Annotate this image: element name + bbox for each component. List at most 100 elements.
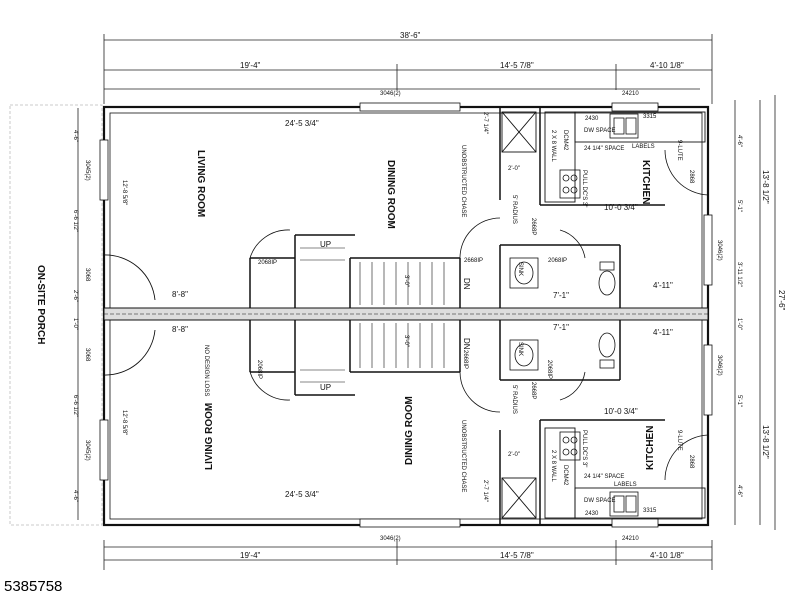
front-doors [103,254,156,376]
wall-2x8-top: 2 X 8 WALL [550,130,556,162]
bottom-window-24210: 24210 [622,536,639,542]
door-2668ip-top: 2668IP [464,258,483,264]
toilet-dim-top: 7'-1" [553,291,569,300]
stair-width-top: 3'-0" [403,275,409,287]
right-half-depth-b: 13'-8 1/2" [761,425,770,459]
chase-dim-bottom: 2'-7 1/4" [482,480,488,502]
living-room-top: LIVING ROOM [195,150,206,217]
living-depth-top: 12'-8 5/8" [121,180,127,205]
right-dim-d: 1'-0" [736,318,742,330]
right-dim-b: 5'-1" [736,200,742,212]
bath-width-bottom: 4'-11" [653,328,673,337]
kitchen-top: KITCHEN [640,160,651,204]
right-window-3046-bottom: 3046(2) [716,355,722,376]
kitchen-2430-top: 2430 [585,116,599,122]
window-3315-bottom: 3315 [643,508,657,514]
wall-dim-bottom: 2'-0" [508,452,520,458]
right-window-3046-top: 3046(2) [716,240,722,261]
top-window-24210: 24210 [622,91,639,97]
kitchen-2430-bottom: 2430 [585,511,599,517]
bath-width-top: 4'-11" [653,281,673,290]
bottom-dimensions [103,540,713,570]
right-dim-a: 4'-6" [736,135,742,147]
rear-span-dim: 4'-10 1/8" [650,61,684,70]
bath-fixtures [509,257,616,371]
bath-sink-top: SINK [517,262,523,276]
listing-id: 5385758 [4,578,63,595]
stair-dn-bottom: DN [462,338,471,350]
kitchen-counters [544,111,706,519]
stair-up-bottom: UP [320,383,331,392]
kitchen-bottom: KITCHEN [645,426,656,470]
left-dim-c: 2'-6" [72,290,78,302]
chase-label-top: UNOBSTRUCTED CHASE [460,145,466,217]
door-2668p-top: 2668P [530,218,536,235]
right-dimensions [734,95,776,530]
stoves [559,169,581,461]
chases [501,111,537,519]
window-marks [99,102,713,528]
dining-room-top: DINING ROOM [385,160,396,229]
right-half-depth: 13'-8 1/2" [761,170,770,204]
left-dim-a: 4'-6" [72,130,78,142]
right-dim-a2: 4'-6" [736,485,742,497]
door-2068ip-bath-bottom: 2068IP [546,360,552,379]
hall-width-bottom: 8'-8" [172,325,188,334]
space-24-top: 24 1/4" SPACE [584,146,624,152]
interior-walls-bottom [249,320,665,525]
wall-dim-top: 2'-0" [508,166,520,172]
kitchen-width-top: 10'-0 3/4" [604,203,638,212]
stairs-bottom [300,323,445,383]
left-door-3068-b: 3068 [84,348,90,362]
door-2068ip-bath-top: 2068IP [548,258,567,264]
no-design-loss: NO DESIGN LOSS [203,345,209,396]
interior-doors [249,149,709,481]
dcm42-top: DCM42 [562,130,568,151]
wall-2x8-bottom: 2 X 8 WALL [550,450,556,482]
left-window-3045: 3045(2) [84,160,90,181]
mid-span-dim-bottom: 14'-5 7/8" [500,551,534,560]
window-2868-top: 2868 [688,170,694,184]
bath-sink-bottom: SINK [517,342,523,356]
pull-dcs-top: PULL DC'S 3" [581,170,587,207]
radius-top: 5' RADIUS [511,195,517,224]
bottom-window-label: 3046(2) [380,536,401,542]
door-2668p-bottom: 2668P [530,382,536,399]
left-dim-a2: 4'-6" [72,490,78,502]
stair-dn-top: DN [462,278,471,290]
kitchen-width-bottom: 10'-0 3/4" [604,407,638,416]
left-door-3068: 3068 [84,268,90,282]
space-24-bottom: 24 1/4" SPACE [584,474,624,480]
overall-depth-dim: 27'-6" [777,290,786,311]
right-dim-c: 3'-11 1/2" [736,262,742,287]
chase-label-bottom: UNOBSTRUCTED CHASE [460,420,466,492]
lute-bottom: 9-LUTE [676,430,682,451]
living-room-bottom: LIVING ROOM [204,403,215,470]
door-2068ip-bottom: 2068IP [256,360,262,379]
porch-outline [9,104,103,526]
left-dim-b: 6'-6 1/2" [72,210,78,232]
party-wall [103,307,709,321]
living-width-top: 24'-5 3/4" [285,119,319,128]
labels-bottom: LABELS [614,482,637,488]
dining-room-bottom: DINING ROOM [404,396,415,465]
overall-width-dim: 38'-6" [400,31,421,40]
dw-space-bottom: DW SPACE [584,498,616,504]
stairs-top [300,247,445,305]
interior-walls-top [249,107,665,308]
toilet-dim-bottom: 7'-1" [553,323,569,332]
top-window-label: 3046(2) [380,91,401,97]
mid-span-dim: 14'-5 7/8" [500,61,534,70]
left-dim-b2: 6'-6 1/2" [72,395,78,417]
labels-top: LABELS [632,144,655,150]
lute-top: 9-LUTE [676,140,682,161]
hall-width-top: 8'-8" [172,290,188,299]
left-dim-d: 1'-0" [72,318,78,330]
dcm42-bottom: DCM42 [562,465,568,486]
radius-bottom: 5' RADIUS [511,385,517,414]
front-span-dim: 19'-4" [240,61,261,70]
dw-space-top: DW SPACE [584,128,616,134]
living-width-bottom: 24'-5 3/4" [285,490,319,499]
top-dimensions [103,34,713,104]
